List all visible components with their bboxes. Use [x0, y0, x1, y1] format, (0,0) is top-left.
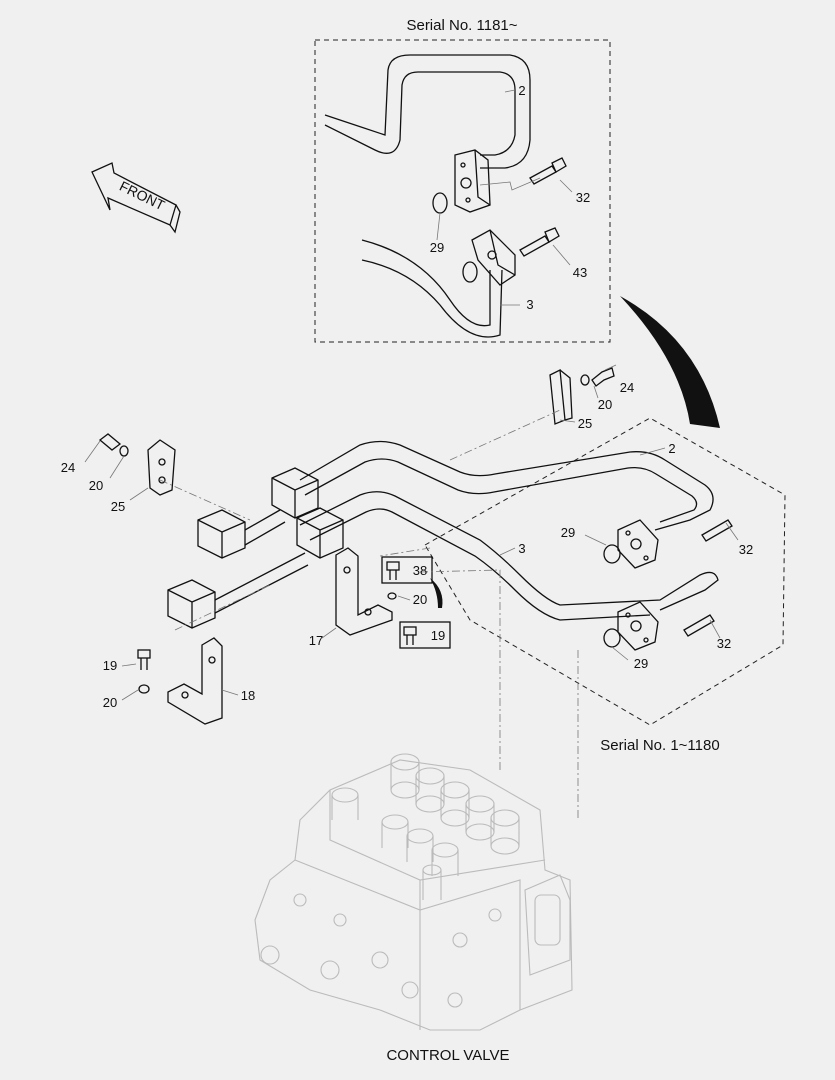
inset-pipe-3 — [361, 239, 503, 338]
bracket-17 — [335, 547, 393, 636]
callout-38: 38 — [413, 563, 427, 578]
pipe-fitting-block-upper — [271, 467, 319, 519]
washer-20-left — [119, 445, 129, 457]
callout-20-left-lower: 20 — [103, 695, 117, 710]
pipe-end-block-upper — [197, 509, 246, 559]
bracket-18 — [167, 637, 223, 725]
callout-inset-43: 43 — [573, 265, 587, 280]
callout-24-left: 24 — [61, 460, 75, 475]
callout-inset-3: 3 — [526, 297, 533, 312]
callout-20-center: 20 — [413, 592, 427, 607]
bolt-19-left — [137, 649, 151, 670]
tube-upper — [244, 509, 286, 546]
callout-25-left: 25 — [111, 499, 125, 514]
washer-20-right — [580, 374, 590, 386]
washer-20-left-lower — [138, 684, 150, 694]
callout-19-center: 19 — [431, 628, 445, 643]
callout-19-left: 19 — [103, 658, 117, 673]
callout-24-right: 24 — [620, 380, 634, 395]
callout-main-32-lower: 32 — [717, 636, 731, 651]
callout-main-29-upper: 29 — [561, 525, 575, 540]
bolt-19-center — [399, 621, 451, 649]
inset-oring-lower — [462, 261, 478, 283]
serial-caption-top: Serial No. 1181~ — [406, 17, 517, 34]
callout-main-29-lower: 29 — [634, 656, 648, 671]
main-pipe-2 — [299, 440, 714, 531]
inset-flange-lower — [471, 229, 516, 286]
inset-oring-upper — [432, 192, 448, 214]
main-oring-lower — [603, 628, 621, 648]
front-arrow — [91, 162, 181, 234]
inset-bolt-32 — [529, 157, 567, 185]
front-arrow-label: FRONT — [117, 178, 168, 214]
main-flange-lower — [617, 601, 659, 651]
callout-20-right: 20 — [598, 397, 612, 412]
control-valve-caption: CONTROL VALVE — [386, 1047, 509, 1064]
clamp-25-right — [549, 368, 573, 425]
callout-20-left: 20 — [89, 478, 103, 493]
callout-25-right: 25 — [578, 416, 592, 431]
control-valve — [254, 753, 573, 1031]
washer-20-center — [387, 592, 397, 600]
callout-inset-32: 32 — [576, 190, 590, 205]
callout-inset-2: 2 — [518, 83, 525, 98]
main-flange-upper — [617, 519, 659, 569]
callout-main-3: 3 — [518, 541, 525, 556]
main-oring-upper — [603, 544, 621, 564]
callout-inset-29: 29 — [430, 240, 444, 255]
bolt-24-right — [591, 367, 615, 387]
clamp-25-left — [147, 439, 176, 496]
inset-pipe-2 — [324, 54, 531, 169]
main-bolt-32-lower — [683, 614, 715, 637]
callout-17: 17 — [309, 633, 323, 648]
direction-arrow-large — [620, 296, 720, 428]
bolt-38 — [381, 556, 433, 584]
callout-main-32-upper: 32 — [739, 542, 753, 557]
callout-18: 18 — [241, 688, 255, 703]
bolt-24-left — [98, 433, 122, 451]
inset-box-top — [314, 39, 611, 343]
main-bolt-32-upper — [701, 519, 733, 542]
direction-arrow-small — [430, 578, 443, 608]
inset-box-bottom — [424, 417, 786, 726]
callout-main-2: 2 — [668, 441, 675, 456]
serial-caption-bottom: Serial No. 1~1180 — [600, 737, 719, 754]
inset-flange-upper — [454, 149, 491, 213]
pipe-end-block-lower — [167, 579, 216, 629]
main-pipe-3 — [299, 491, 719, 621]
pipe-fitting-block-lower — [296, 507, 344, 559]
tube-lower — [214, 552, 309, 614]
inset-bolt-43 — [519, 227, 560, 257]
